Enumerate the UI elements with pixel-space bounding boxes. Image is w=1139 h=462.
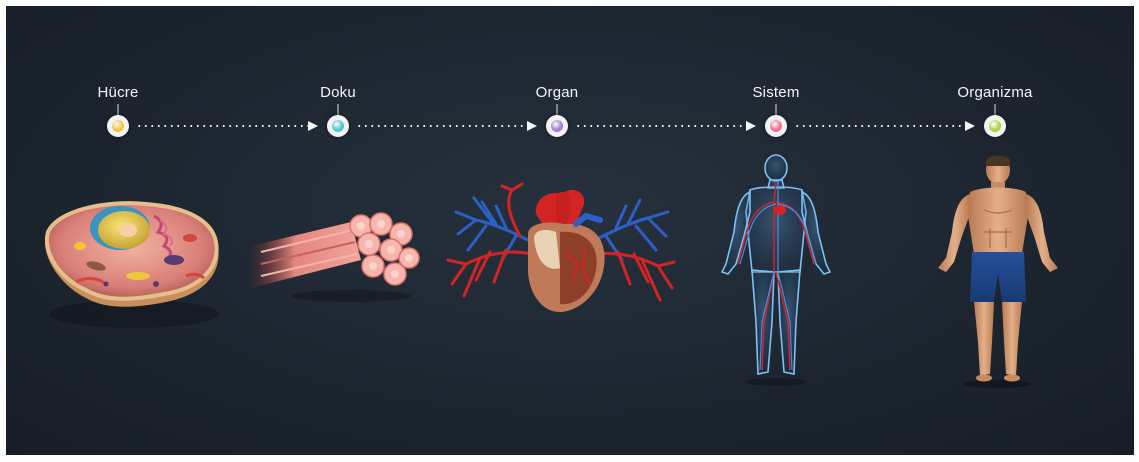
stage-node-organism[interactable] <box>984 115 1006 137</box>
heart-icon <box>436 184 676 344</box>
circulatory-system-icon <box>708 152 844 388</box>
stage-node-dot <box>551 120 563 132</box>
stage-node-cell[interactable] <box>107 115 129 137</box>
stage-node-dot <box>770 120 782 132</box>
stage-label-cell: Hücre <box>97 84 138 101</box>
dotted-arrow-connector <box>356 125 535 127</box>
stage-node-system[interactable] <box>765 115 787 137</box>
dotted-arrow-connector <box>794 125 973 127</box>
dotted-arrow-connector <box>136 125 316 127</box>
stage-node-organ[interactable] <box>546 115 568 137</box>
stage-label-organ: Organ <box>536 84 579 101</box>
arrowhead-icon <box>965 121 975 131</box>
stage-node-dot <box>332 120 344 132</box>
muscle-tissue-icon <box>251 204 421 304</box>
stage-node-tissue[interactable] <box>327 115 349 137</box>
stage-label-tissue: Doku <box>320 84 356 101</box>
arrowhead-icon <box>527 121 537 131</box>
arrowhead-icon <box>746 121 756 131</box>
hierarchy-diagram: Hücre Doku Organ Sistem Organizma <box>6 6 1134 455</box>
stage-label-system: Sistem <box>752 84 799 101</box>
stage-node-dot <box>989 120 1001 132</box>
arrowhead-icon <box>308 121 318 131</box>
stage-label-organism: Organizma <box>957 84 1032 101</box>
dotted-arrow-connector <box>575 125 754 127</box>
cell-icon <box>36 194 226 334</box>
stage-node-dot <box>112 120 124 132</box>
human-body-icon <box>928 152 1068 388</box>
